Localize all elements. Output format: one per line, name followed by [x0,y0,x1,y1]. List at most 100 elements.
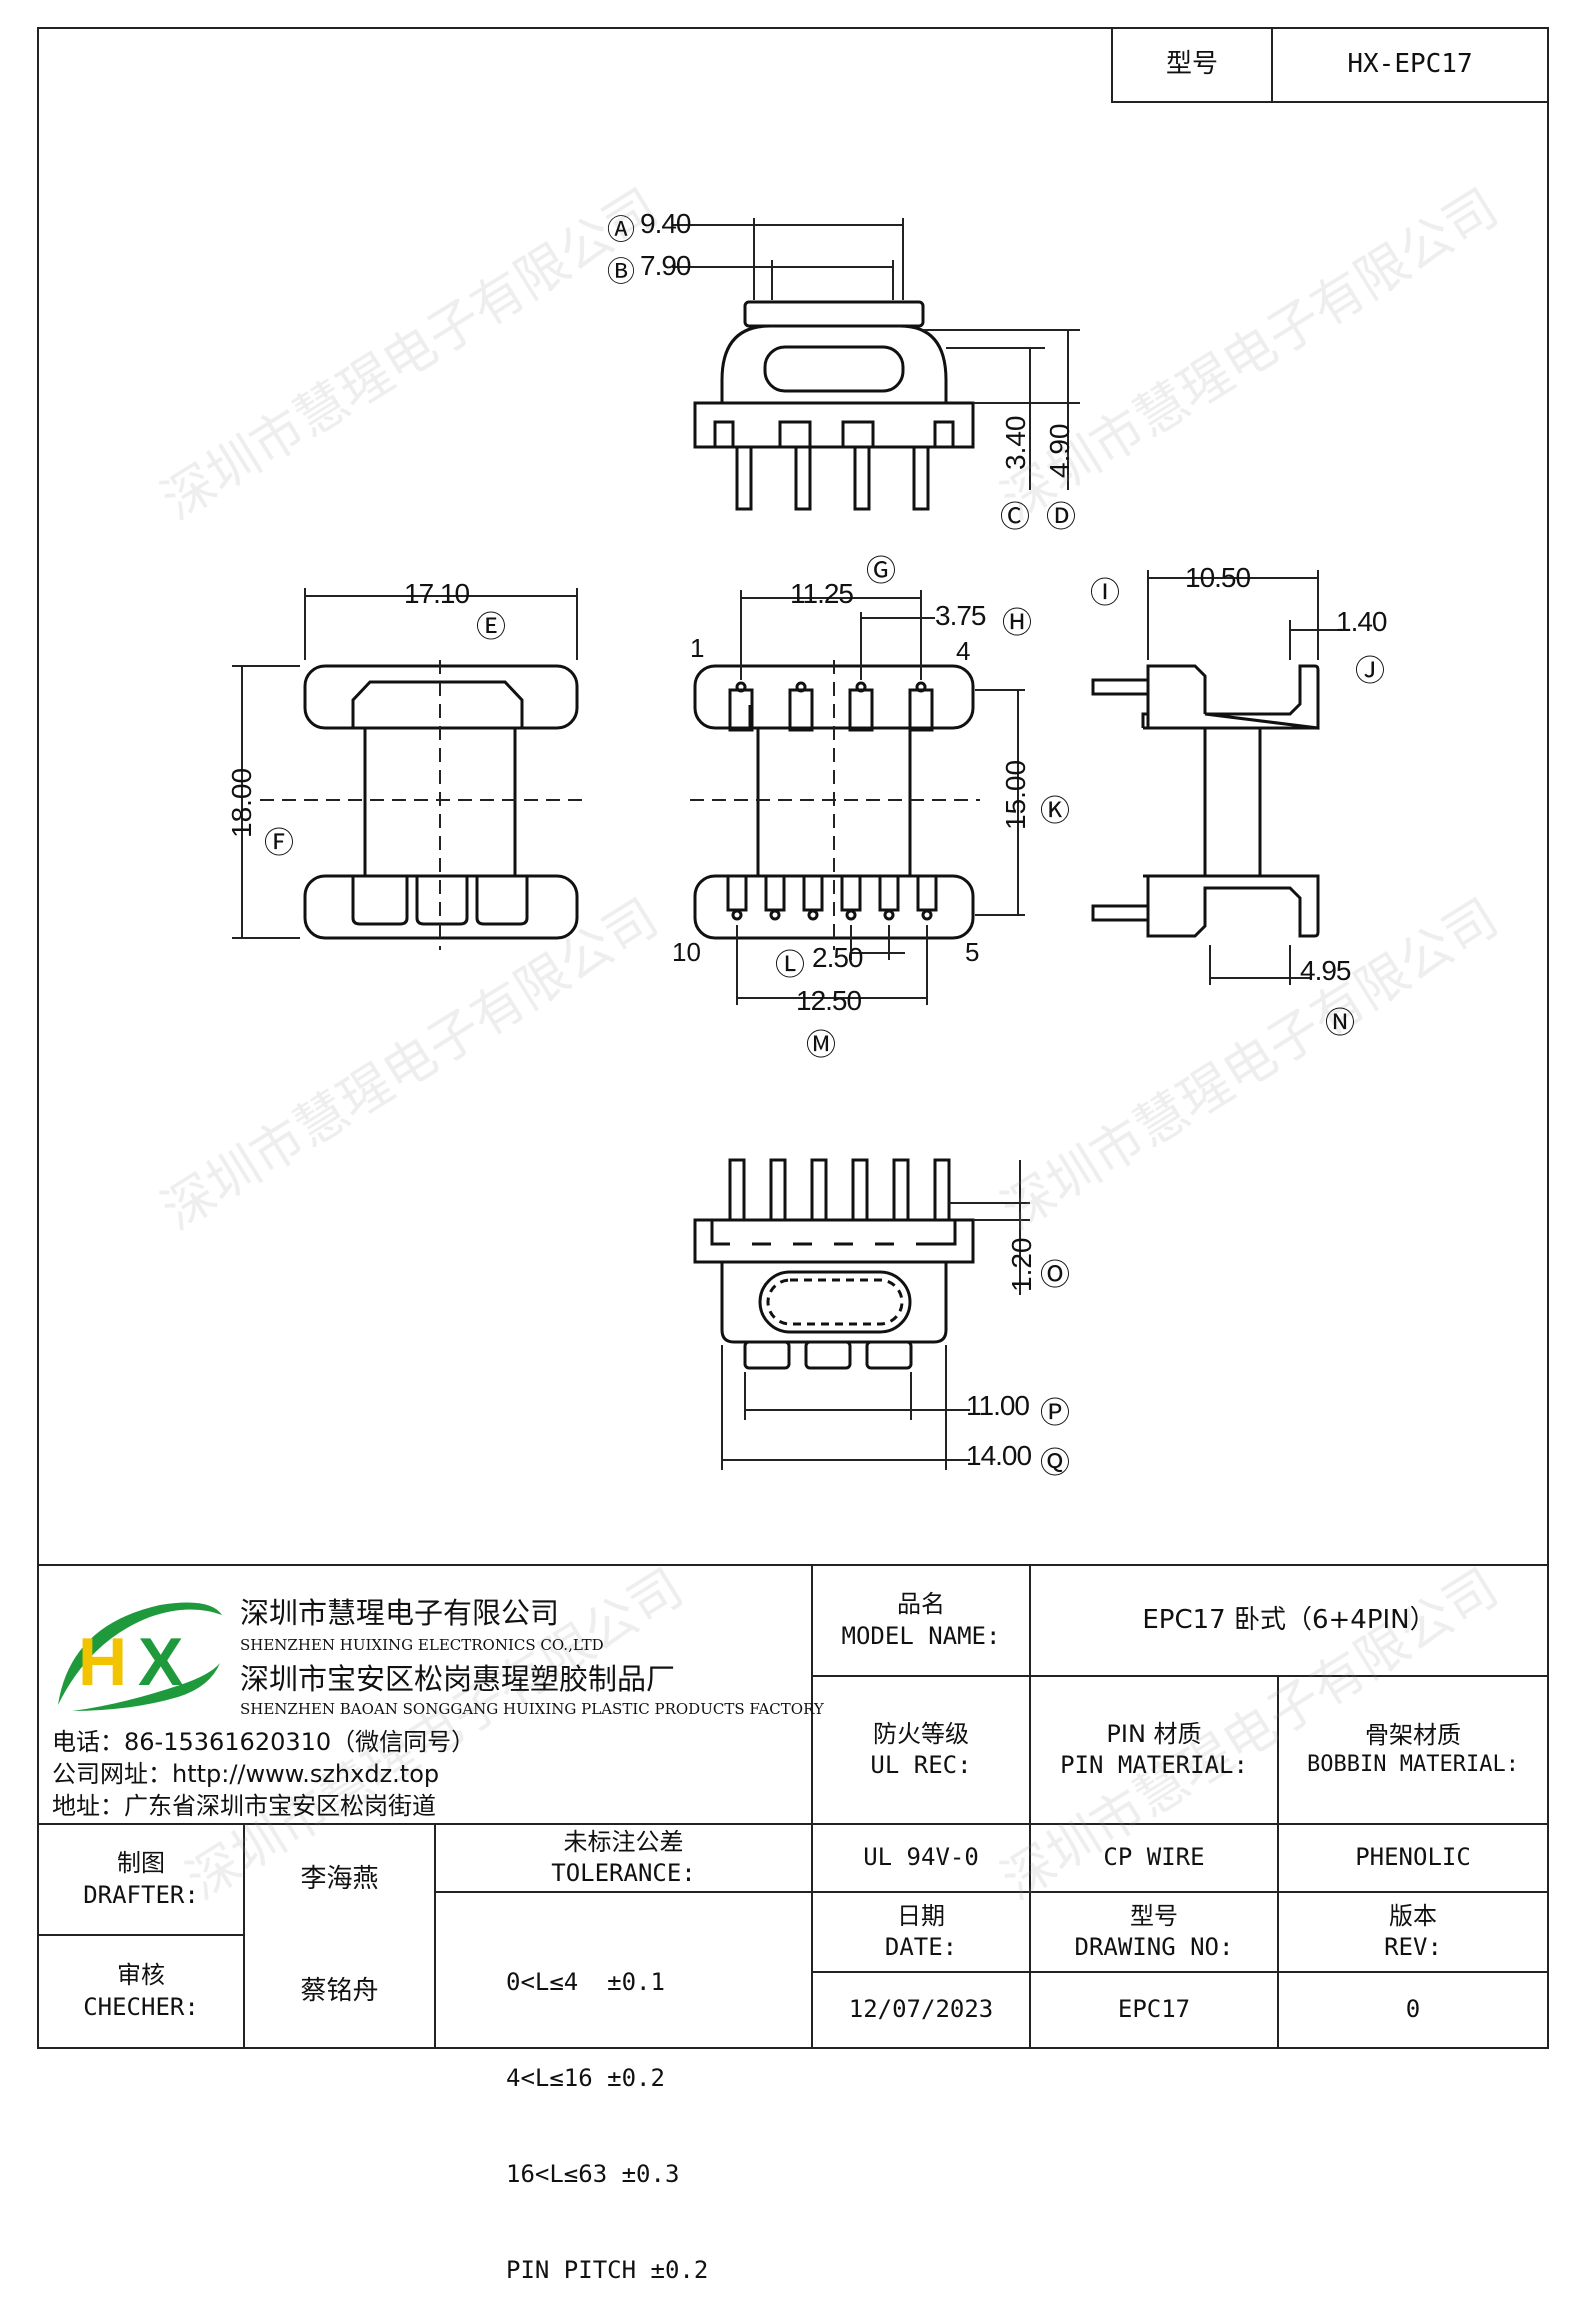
title-block-grid [38,1564,1548,2048]
company-logo: H X [58,1602,222,1711]
top-view-dimensions [672,218,1080,490]
model-box [1111,27,1549,103]
top-view [693,300,975,511]
factory-name-cn: 深圳市宝安区松岗惠瑆塑胶制品厂 [240,1662,676,1696]
model-name-label-cn: 品名 [897,1590,945,1619]
left-view-centerlines [260,660,590,950]
ul-rec-label-cn: 防火等级 [873,1719,969,1748]
drawing-no-label-cn: 型号 [1130,1901,1178,1930]
factory-name-en: SHENZHEN BAOAN SONGGANG HUIXING PLASTIC … [240,1700,824,1718]
dim-tag-g: Ⓖ [866,555,896,588]
dim-tag-m: Ⓜ [806,1029,836,1062]
dim-value-p: 11.00 [966,1390,1030,1421]
dim-value-q: 14.00 [966,1440,1032,1471]
dim-value-n: 4.95 [1300,955,1351,986]
dim-tag-q: Ⓠ [1040,1447,1070,1480]
date-value: 12/07/2023 [848,1995,994,2024]
dim-tag-l: Ⓛ [775,949,805,982]
company-website[interactable]: 公司网址：http://www.szhxdz.top [52,1760,440,1788]
dim-value-d: 4.90 [1044,423,1075,479]
company-address: 地址：广东省深圳市宝安区松岗街道 [52,1792,436,1820]
tolerance-row: 0<L≤4 ±0.1 [506,1968,665,1996]
ul-rec-label: 防火等级 UL REC: [812,1676,1030,1824]
dim-tag-h: Ⓗ [1002,607,1032,640]
logo-swoosh-icon [58,1602,222,1705]
right-view-dimensions [1147,570,1345,985]
dim-value-o: 1.20 [1006,1237,1037,1293]
checker-name: 蔡铭舟 [300,1975,379,2006]
dim-value-j: 1.40 [1336,606,1387,637]
dim-tag-e: Ⓔ [476,611,506,644]
tolerance-label-en: TOLERANCE: [551,1859,696,1887]
tolerance-label: 未标注公差 TOLERANCE: [435,1824,812,1892]
pin-material-label: PIN 材质 PIN MATERIAL: [1030,1676,1278,1824]
pin-label-4: 4 [956,636,971,666]
checker-label-en: CHECHER: [83,1992,199,2021]
rev-value: 0 [1405,1995,1421,2024]
drawing-no-label: 型号 DRAWING NO: [1030,1892,1278,1972]
rev-label-cn: 版本 [1389,1901,1437,1930]
company-name-en: SHENZHEN HUIXING ELECTRONICS CO.,LTD [240,1636,604,1654]
date-label: 日期 DATE: [812,1892,1030,1972]
bottom-view [693,1158,975,1370]
dim-tag-n: Ⓝ [1325,1007,1355,1040]
left-view-dimensions [232,588,578,939]
dim-tag-d: Ⓓ [1046,501,1076,534]
date-label-en: DATE: [884,1933,958,1961]
dim-value-f: 18.00 [226,767,257,838]
dim-tag-o: Ⓞ [1040,1259,1070,1292]
pin-material-label-en: PIN MATERIAL: [1060,1751,1248,1779]
pin-material-value: CP WIRE [1103,1843,1205,1872]
model-name-label: 品名 MODEL NAME: [812,1565,1030,1676]
drafter-label-en: DRAFTER: [83,1880,199,1909]
date-label-cn: 日期 [897,1901,945,1930]
logo-letter-x: X [138,1624,183,1700]
model-label: 型号 [1165,49,1218,80]
dim-value-l: 2.50 [812,942,863,973]
company-name-cn: 深圳市慧瑆电子有限公司 [240,1596,560,1630]
pin-label-5: 5 [965,937,980,967]
dimension-labels: Ⓐ 9.40 Ⓑ 7.90 3.40 Ⓒ 4.90 Ⓓ 17.10 Ⓔ 18.0… [226,208,1387,1480]
tolerance-label-cn: 未标注公差 [563,1827,684,1856]
logo-letter-h: H [78,1624,127,1700]
dim-tag-i: Ⓘ [1090,577,1120,610]
dim-tag-k: Ⓚ [1040,795,1070,828]
tolerance-row: 16<L≤63 ±0.3 [506,2160,680,2188]
tolerance-list: 0<L≤4 ±0.1 4<L≤16 ±0.2 16<L≤63 ±0.3 PIN … [506,1902,806,2318]
bobbin-material-label-en: BOBBIN MATERIAL: [1307,1752,1519,1778]
company-phone: 电话：86-15361620310（微信同号） [52,1728,476,1756]
bobbin-material-value: PHENOLIC [1355,1843,1471,1872]
rev-label-en: REV: [1384,1933,1442,1961]
pin-label-10: 10 [672,937,701,967]
dim-tag-j: Ⓙ [1355,655,1385,688]
drafter-label-cn: 制图 [117,1849,165,1878]
dim-value-k: 15.00 [1000,759,1031,830]
dim-tag-f: Ⓕ [264,827,294,860]
tolerance-row: 4<L≤16 ±0.2 [506,2064,665,2092]
bobbin-material-label-cn: 骨架材质 [1365,1721,1461,1750]
drawing-no-value: EPC17 [1117,1995,1191,2024]
dim-value-b: 7.90 [640,250,691,281]
drafter-label: 制图 DRAFTER: [38,1824,244,1935]
ul-value: UL 94V-0 [863,1843,979,1872]
dim-value-a: 9.40 [640,208,691,239]
right-view [1091,664,1320,938]
rev-label: 版本 REV: [1278,1892,1548,1972]
pin-label-1: 1 [690,633,705,663]
bottom-view-dimensions [721,1160,1030,1470]
dim-tag-a: Ⓐ [607,214,636,245]
drawing-no-label-en: DRAWING NO: [1074,1933,1234,1961]
drawing-sheet [37,27,1549,2049]
dim-tag-p: Ⓟ [1040,1397,1070,1430]
ul-rec-label-en: UL REC: [870,1751,972,1779]
model-name-value: EPC17 卧式（6+4PIN） [1142,1604,1436,1635]
logo-swoosh-lower-icon [72,1663,220,1711]
dim-tag-b: Ⓑ [607,256,636,287]
sheet-border [37,27,1549,2049]
pin-material-label-cn: PIN 材质 [1106,1719,1202,1748]
checker-label-cn: 审核 [117,1961,165,1990]
dim-value-c: 3.40 [1000,415,1031,471]
tolerance-row: PIN PITCH ±0.2 [506,2256,709,2284]
dim-tag-c: Ⓒ [1000,501,1030,534]
dim-value-h: 3.75 [935,600,986,631]
